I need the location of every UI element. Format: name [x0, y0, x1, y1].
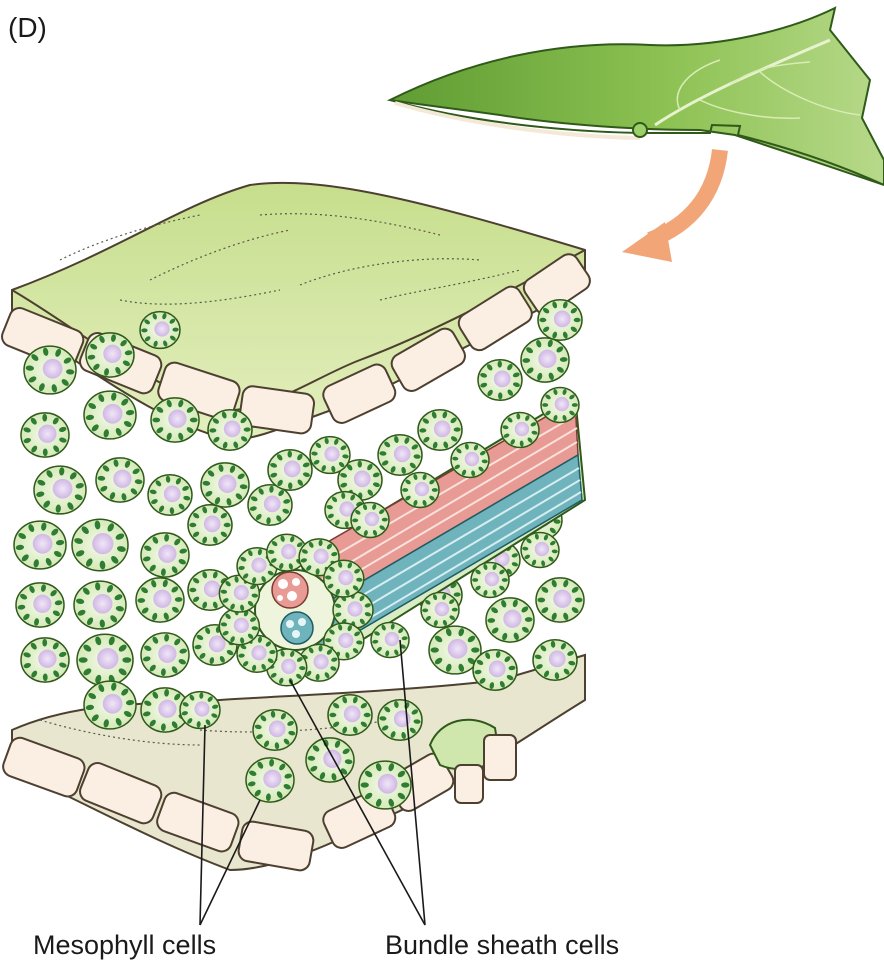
mesophyll-cell: [538, 300, 582, 340]
bundle-sheath-cell: [421, 593, 459, 628]
mesophyll-cell: [151, 398, 199, 442]
mesophyll-cell: [328, 695, 372, 735]
mesophyll-cell: [248, 485, 292, 525]
bundle-sheath-cell: [219, 608, 259, 645]
mesophyll-cell: [188, 505, 232, 545]
mesophyll-cell: [180, 692, 220, 729]
mesophyll-cell: [208, 410, 252, 450]
mesophyll-cell: [14, 521, 66, 569]
mesophyll-cell: [86, 333, 134, 377]
mesophyll-cell: [140, 312, 180, 349]
mesophyll-cell: [21, 413, 69, 457]
mesophyll-cell: [473, 650, 517, 690]
mesophyll-cell: [34, 466, 86, 514]
xylem-cross-section: [272, 572, 308, 608]
mesophyll-cell: [486, 598, 534, 642]
leaf-sketch: [390, 8, 884, 185]
bundle-sheath-cell: [451, 443, 489, 478]
mesophyll-cell: [246, 758, 294, 802]
mesophyll-cell: [96, 458, 144, 502]
mesophyll-cell: [77, 634, 133, 686]
mesophyll-cell: [536, 578, 584, 622]
mesophyll-cell: [21, 638, 69, 682]
mesophyll-cell: [268, 450, 312, 490]
phloem-cross-section: [281, 612, 313, 644]
mesophyll-cell: [84, 391, 136, 439]
mesophyll-cell: [378, 700, 422, 740]
panel-label: (D): [8, 12, 47, 44]
bundle-sheath-cell: [401, 473, 439, 508]
bundle-sheath-cells-label: Bundle sheath cells: [385, 930, 619, 961]
bundle-sheath-cell: [371, 623, 409, 658]
mesophyll-cell: [24, 346, 76, 394]
mesophyll-cell: [201, 463, 249, 507]
bundle-sheath-cell: [471, 563, 509, 598]
bundle-sheath-cell: [501, 413, 539, 448]
mesophyll-cell: [148, 475, 192, 515]
mesophyll-cell: [378, 435, 422, 475]
mesophyll-cell: [141, 633, 189, 677]
mesophyll-cell: [521, 338, 569, 382]
bundle-sheath-cell: [541, 388, 579, 423]
mesophyll-cell: [418, 410, 462, 450]
bundle-sheath-cell: [521, 533, 559, 568]
mesophyll-cell: [533, 640, 577, 680]
mesophyll-cell: [141, 533, 189, 577]
mesophyll-cell: [306, 738, 354, 782]
mesophyll-cell: [478, 360, 522, 400]
mesophyll-cell: [253, 710, 297, 750]
mesophyll-cells-label: Mesophyll cells: [33, 930, 216, 961]
bundle-sheath-cell: [351, 503, 389, 538]
mesophyll-cell: [72, 519, 128, 571]
mesophyll-cell: [136, 578, 184, 622]
mesophyll-cell: [359, 761, 411, 809]
mesophyll-cell: [84, 681, 136, 729]
mesophyll-cell: [310, 437, 350, 474]
mesophyll-cell: [16, 583, 64, 627]
bundle-sheath-cell: [324, 560, 364, 597]
zoom-arrow: [622, 150, 720, 262]
mesophyll-cell: [74, 581, 126, 629]
